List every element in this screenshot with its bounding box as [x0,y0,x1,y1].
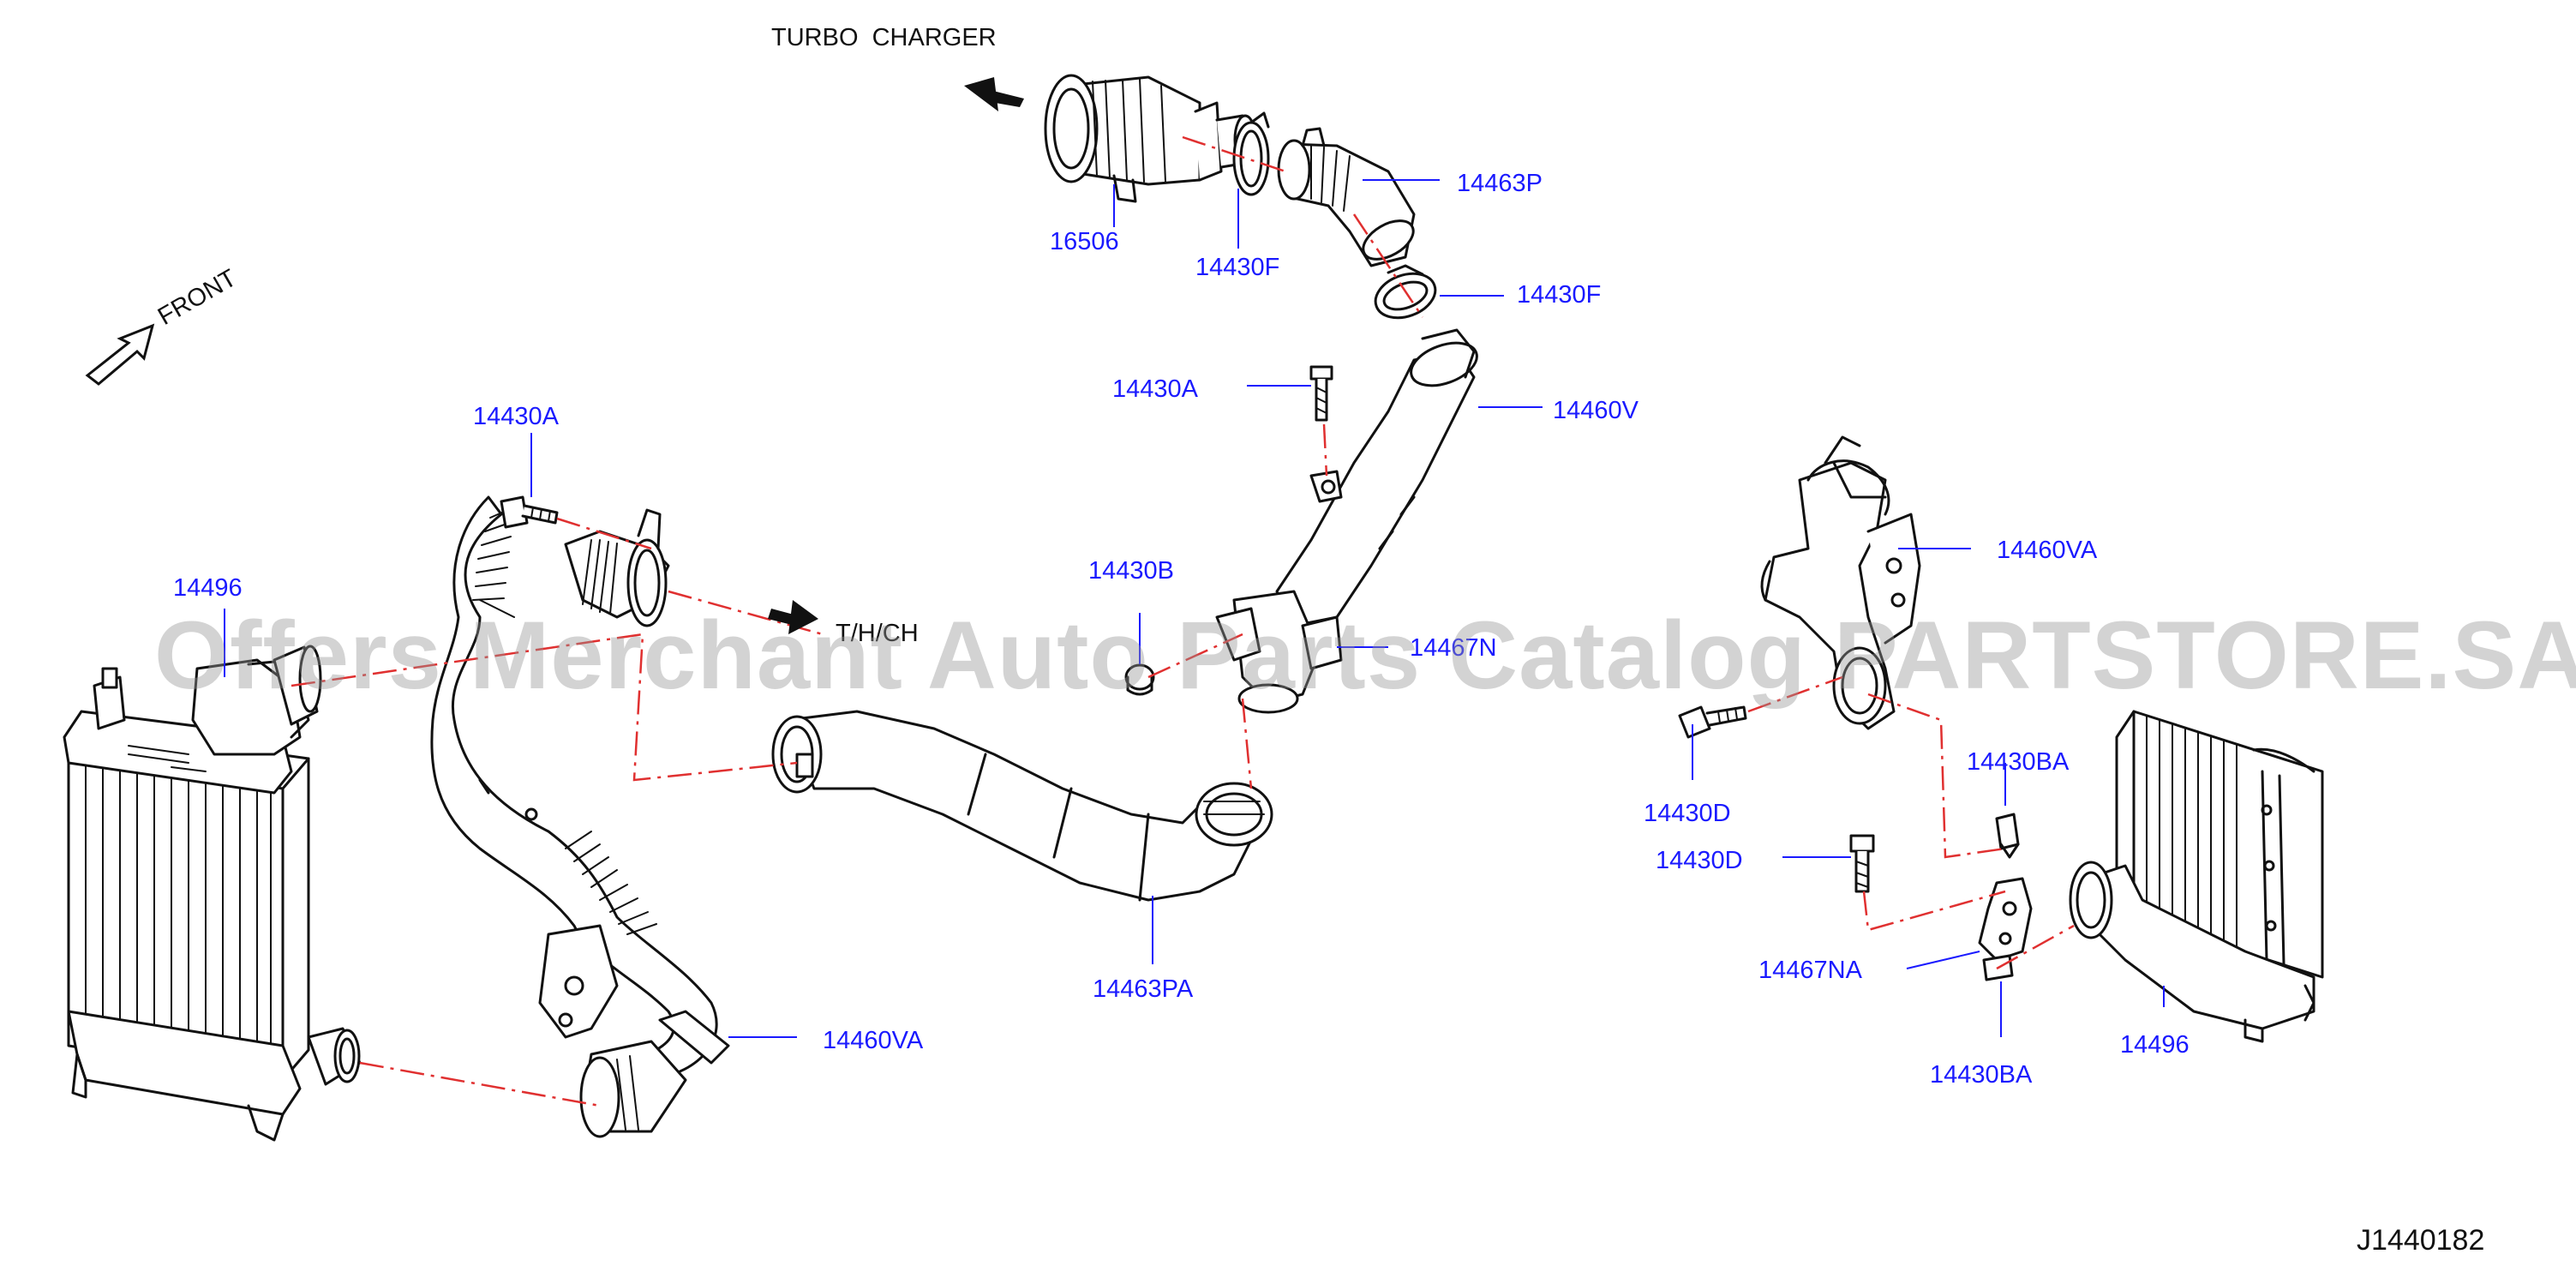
part-label-14430A-mid[interactable]: 14430A [1112,375,1198,403]
clip-14430BA-upper [1995,813,2020,859]
pipe-14460VA-left [430,495,730,1138]
turbo-charger-arrow [964,77,1024,111]
part-label-14467NA[interactable]: 14467NA [1758,957,1862,984]
part-label-14460VA-right[interactable]: 14460VA [1997,537,2098,564]
part-label-14496-left[interactable]: 14496 [173,574,243,602]
bolt-14430D-lower [1849,834,1875,893]
watermark: Offers Merchant Auto Parts Catalog PARTS… [154,602,2576,709]
hose-14463P [1277,127,1416,267]
intercooler-right [2069,710,2324,1043]
part-label-14430B[interactable]: 14430B [1088,557,1174,585]
part-label-14463PA[interactable]: 14463PA [1093,975,1194,1003]
diagram-id: J1440182 [2357,1224,2485,1257]
turbo-charger-note: TURBO CHARGER [771,24,997,51]
part-label-14496-right[interactable]: 14496 [2120,1031,2190,1059]
grommet-14430B [1124,663,1155,696]
bolt-14430D-upper [1678,705,1747,739]
clamp-14430F-top [1232,111,1270,196]
pipe-14460VA-right [1760,435,1921,730]
part-label-14460V[interactable]: 14460V [1553,397,1638,424]
hose-14463PA [771,710,1273,902]
part-label-16506[interactable]: 16506 [1050,228,1119,255]
part-label-14430F-mid[interactable]: 14430F [1517,281,1602,309]
bolt-14430A-mid [1309,365,1333,422]
part-label-14430BA-upper[interactable]: 14430BA [1967,748,2070,776]
clamp-14430F-mid [1374,264,1437,320]
leader-lines [224,179,2165,1038]
part-label-14430BA-lower[interactable]: 14430BA [1930,1061,2033,1089]
pipe-14460V [1215,328,1478,714]
intercooler-left [63,645,362,1142]
part-label-14467N[interactable]: 14467N [1410,634,1497,662]
part-label-14463P[interactable]: 14463P [1457,170,1543,197]
part-label-14460VA-left[interactable]: 14460VA [823,1027,924,1054]
duct-16506 [1044,74,1257,203]
bracket-14467NA [1978,877,2033,962]
part-label-14430F-top[interactable]: 14430F [1195,254,1280,281]
part-label-14430D-lower[interactable]: 14430D [1656,847,1743,874]
th-ch-arrow [768,600,818,634]
th-ch-note: T/H/CH [836,620,919,647]
bolt-14430A-left [500,495,559,529]
front-arrow-icon [85,323,155,386]
part-label-14430A-left[interactable]: 14430A [473,403,559,430]
part-label-14430D-upper[interactable]: 14430D [1644,800,1731,827]
